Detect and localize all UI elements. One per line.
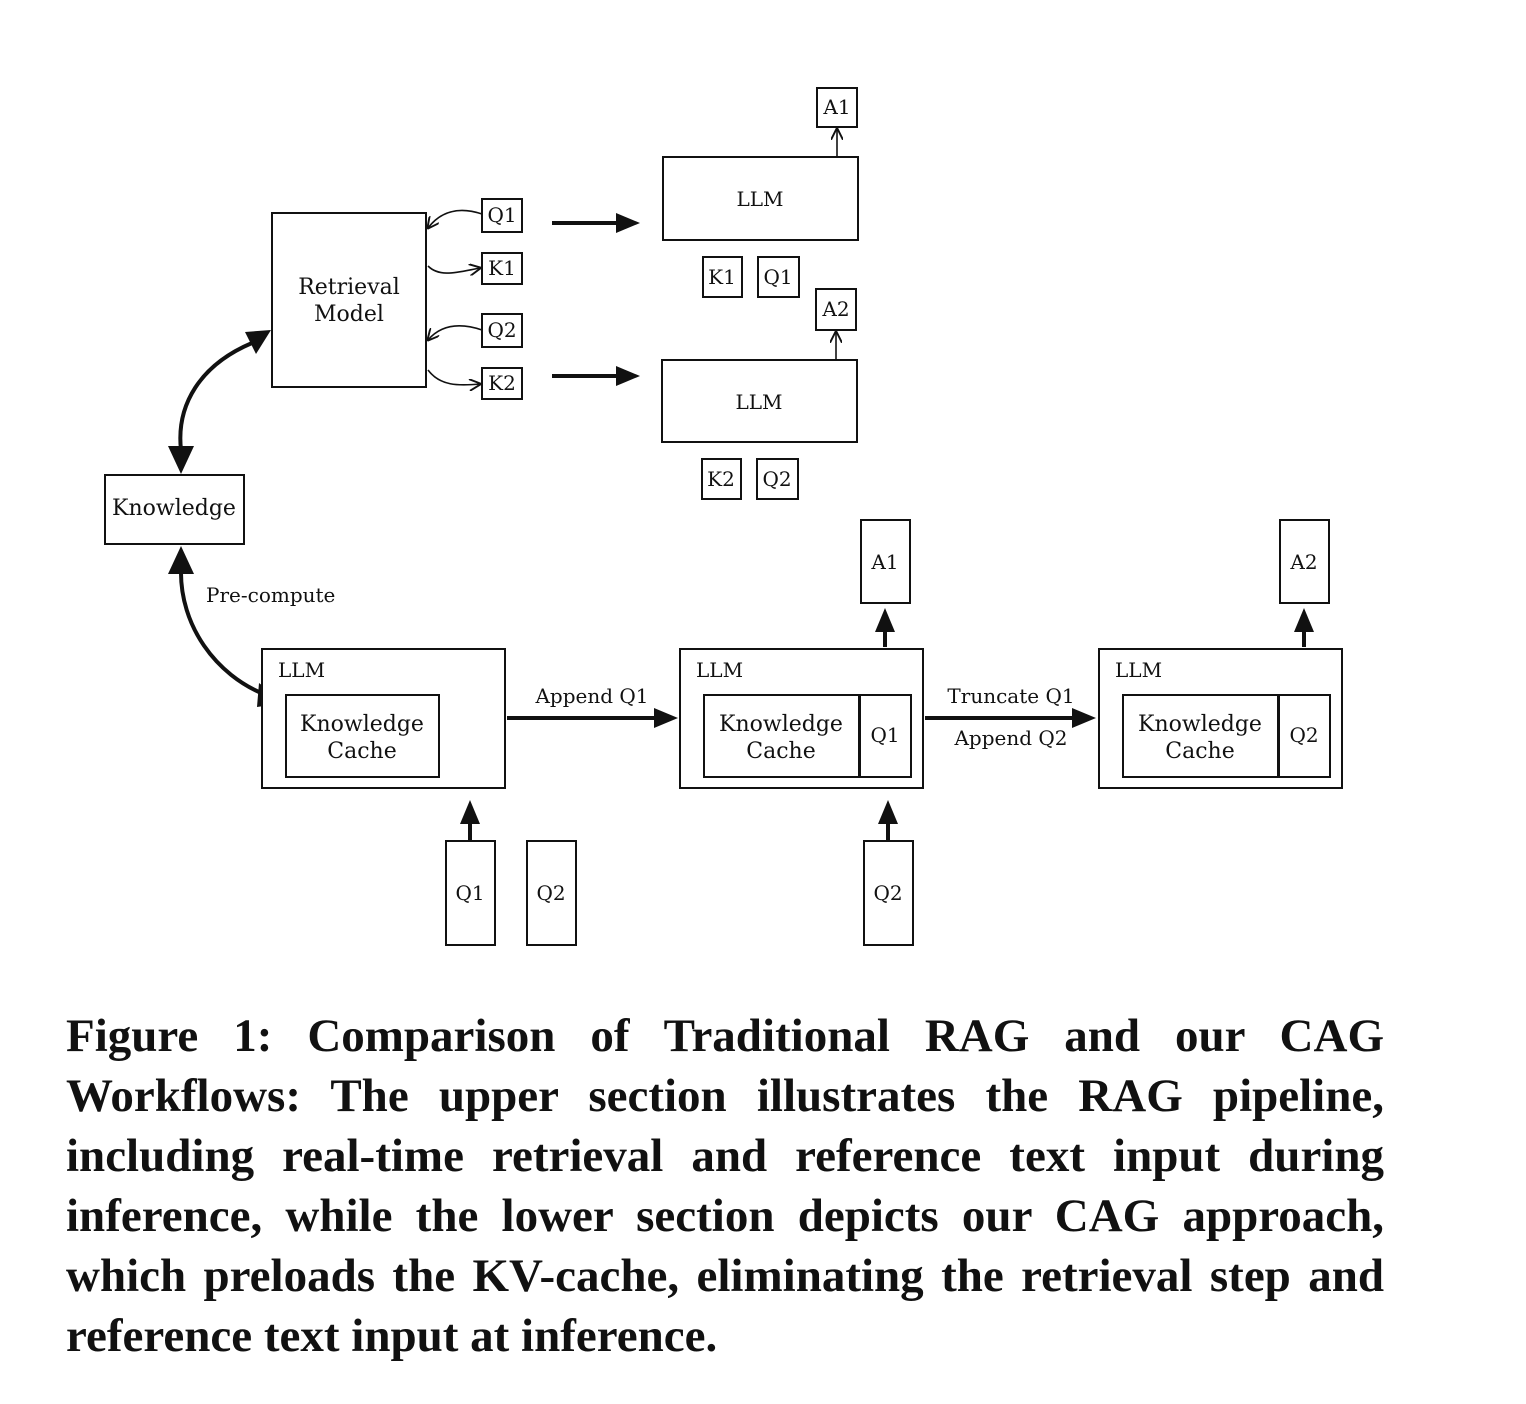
cag-stage2-query-q1: Q1 (859, 694, 912, 778)
arrow-knowledge-retrieval (168, 330, 271, 474)
arrow-truncate-append (925, 708, 1096, 728)
rag-token-q2: Q2 (481, 313, 523, 348)
svg-text:A1: A1 (870, 550, 898, 574)
svg-text:Q2: Q2 (487, 318, 516, 342)
arrow-q1-to-retrieval (428, 209, 483, 228)
arrow-to-llm2 (552, 366, 640, 386)
svg-text:Q1: Q1 (487, 203, 516, 227)
cag-stage3-query-q2: Q2 (1278, 694, 1331, 778)
svg-text:Q1: Q1 (763, 265, 792, 289)
svg-text:K2: K2 (488, 371, 516, 395)
svg-text:K2: K2 (707, 467, 735, 491)
svg-text:Q2: Q2 (762, 467, 791, 491)
arrow-input-q2-to-stage2 (878, 800, 898, 841)
cag-stage2-knowledge-cache: Knowledge Cache (703, 694, 860, 778)
arrow-stage3-to-a2 (1294, 608, 1314, 647)
svg-text:Q1: Q1 (455, 881, 484, 905)
rag-context1-q1: Q1 (757, 256, 800, 298)
cag-stage3-knowledge-cache: Knowledge Cache (1122, 694, 1279, 778)
svg-text:Cache: Cache (746, 739, 815, 764)
cag-section: Pre-compute LLM Knowledge Cache Append Q… (168, 519, 1343, 946)
svg-text:A2: A2 (821, 297, 849, 321)
retrieval-model-label-2: Model (314, 302, 384, 327)
cag-input2-q2: Q2 (863, 840, 914, 946)
rag-context1-k1: K1 (702, 256, 743, 298)
rag-context2-q2: Q2 (756, 458, 799, 500)
svg-text:LLM: LLM (736, 187, 783, 211)
svg-text:LLM: LLM (278, 658, 325, 682)
arrow-to-llm1 (552, 213, 640, 233)
cag-answer-a2: A2 (1279, 519, 1330, 604)
svg-text:LLM: LLM (1115, 658, 1162, 682)
append-q1-label: Append Q1 (534, 684, 648, 708)
cag-stage1-knowledge-cache: Knowledge Cache (285, 694, 440, 778)
figure-caption: Figure 1: Comparison of Traditional RAG … (66, 1010, 1384, 1362)
rag-answer-a2: A2 (815, 288, 857, 331)
svg-text:Cache: Cache (327, 739, 396, 764)
cag-input-q1: Q1 (445, 840, 496, 946)
rag-cag-diagram: Retrieval Model Q1 K1 Q2 K2 (104, 87, 1343, 946)
truncate-q1-label: Truncate Q1 (947, 684, 1074, 708)
retrieval-model-label-1: Retrieval (298, 275, 400, 300)
arrow-input-q1-to-stage1 (460, 800, 480, 841)
rag-token-k2: K2 (481, 367, 523, 400)
arrow-q2-to-retrieval (428, 325, 483, 340)
retrieval-model-box: Retrieval Model (271, 212, 427, 388)
rag-section: Retrieval Model Q1 K1 Q2 K2 (271, 87, 859, 500)
svg-text:Q2: Q2 (1289, 723, 1318, 747)
rag-llm-2: LLM (661, 359, 858, 443)
svg-text:Knowledge: Knowledge (112, 496, 236, 521)
svg-text:LLM: LLM (696, 658, 743, 682)
rag-llm-1: LLM (662, 156, 859, 241)
svg-text:A1: A1 (822, 95, 850, 119)
svg-text:Cache: Cache (1165, 739, 1234, 764)
svg-text:K1: K1 (708, 265, 736, 289)
svg-text:Q2: Q2 (873, 881, 902, 905)
rag-context2-k2: K2 (701, 458, 742, 500)
svg-text:Knowledge: Knowledge (300, 712, 424, 737)
rag-answer-a1: A1 (816, 87, 858, 128)
arrow-stage2-to-a1 (875, 608, 895, 647)
rag-token-q1: Q1 (481, 198, 523, 233)
svg-text:Q2: Q2 (536, 881, 565, 905)
svg-text:LLM: LLM (735, 390, 782, 414)
arrow-retrieval-to-k2 (427, 369, 480, 385)
cag-answer-a1: A1 (860, 519, 911, 604)
svg-text:Knowledge: Knowledge (1138, 712, 1262, 737)
cag-input-q2: Q2 (526, 840, 577, 946)
svg-text:K1: K1 (488, 256, 516, 280)
svg-text:Knowledge: Knowledge (719, 712, 843, 737)
precompute-label: Pre-compute (206, 583, 335, 607)
arrow-append-q1 (507, 708, 678, 728)
arrow-retrieval-to-k1 (427, 266, 480, 273)
knowledge-box: Knowledge (104, 474, 245, 545)
append-q2-label: Append Q2 (953, 726, 1067, 750)
svg-text:A2: A2 (1289, 550, 1317, 574)
svg-text:Q1: Q1 (870, 723, 899, 747)
rag-token-k1: K1 (481, 252, 523, 285)
